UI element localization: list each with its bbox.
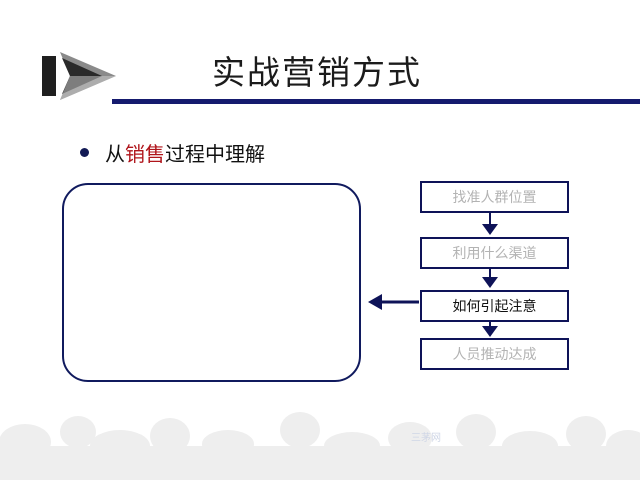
step-box-2: 利用什么渠道 bbox=[420, 237, 569, 269]
step-label: 人员推动达成 bbox=[452, 347, 537, 363]
bullet-item: 从 销售 过程中理解 bbox=[80, 139, 265, 166]
bullet-highlight: 销售 bbox=[125, 141, 165, 166]
arrow-left-icon bbox=[368, 294, 419, 310]
step-box-4: 人员推动达成 bbox=[420, 338, 569, 370]
logo-arrow-icon bbox=[42, 52, 116, 100]
slide-title: 实战营销方式 bbox=[212, 53, 422, 92]
arrow-down-icon bbox=[482, 322, 498, 337]
step-box-3: 如何引起注意 bbox=[420, 290, 569, 322]
watermark: 三茅网 bbox=[411, 433, 441, 444]
arrow-down-icon bbox=[482, 213, 498, 235]
bullet-suffix: 过程中理解 bbox=[165, 141, 265, 166]
step-label: 利用什么渠道 bbox=[452, 246, 537, 262]
content-box bbox=[62, 183, 361, 382]
bullet-dot-icon bbox=[80, 147, 89, 157]
title-underline bbox=[112, 99, 640, 104]
step-label: 如何引起注意 bbox=[452, 299, 537, 315]
bullet-prefix: 从 bbox=[105, 141, 125, 166]
arrow-down-icon bbox=[482, 269, 498, 288]
step-box-1: 找准人群位置 bbox=[420, 181, 569, 213]
step-label: 找准人群位置 bbox=[452, 190, 537, 206]
